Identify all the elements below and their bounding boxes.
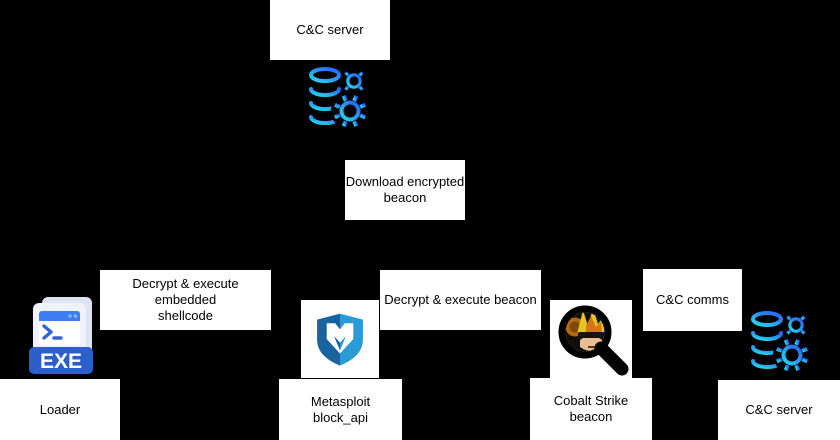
node-label-cc-server-right: C&C server — [718, 380, 840, 440]
download-beacon-line1: Download encrypted — [345, 174, 465, 189]
large-gear-glyph — [776, 339, 809, 372]
cc-comms-text: C&C comms — [656, 292, 729, 307]
edge-label-decrypt-beacon: Decrypt & execute beacon — [380, 270, 541, 330]
edge-label-cc-comms: C&C comms — [643, 269, 742, 331]
edge-label-decrypt-shellcode: Decrypt & execute embedded shellcode — [100, 270, 271, 330]
cobalt-strike-magnifier-icon — [550, 300, 632, 380]
magnifier-handle-glyph — [594, 341, 629, 376]
metasploit-line2: block_api — [313, 409, 368, 425]
cc-server-top-text: C&C server — [296, 22, 364, 37]
magnifier-ring-glyph — [558, 305, 612, 359]
cobalt-strike-line1: Cobalt Strike — [553, 393, 629, 408]
exe-badge-text: EXE — [40, 350, 82, 373]
small-gear-glyph — [784, 313, 808, 337]
loader-text: Loader — [39, 401, 81, 417]
node-label-cobalt-strike: Cobalt Strike beacon — [530, 378, 652, 440]
database-gears-icon — [751, 311, 811, 374]
small-gear-glyph — [342, 69, 366, 93]
node-label-loader: Loader — [0, 379, 120, 440]
cobalt-strike-line2: beacon — [569, 409, 613, 424]
terminal-prompt-glyph — [42, 324, 63, 340]
metasploit-m-glyph — [326, 323, 354, 354]
large-gear-glyph — [334, 95, 367, 128]
metasploit-shield-icon — [301, 300, 379, 378]
cc-server-right-text: C&C server — [745, 402, 813, 417]
metasploit-line1: Metasploit — [310, 393, 371, 409]
edge-label-download-beacon: Download encrypted beacon — [345, 160, 465, 220]
decrypt-shellcode-line2: shellcode — [158, 308, 213, 323]
decrypt-shellcode-line1: Decrypt & execute embedded — [132, 276, 239, 307]
database-gears-icon — [309, 67, 369, 130]
exe-banner — [29, 347, 93, 374]
exe-file-icon: EXE — [29, 297, 93, 374]
node-label-metasploit: Metasploit block_api — [279, 379, 402, 440]
decrypt-beacon-text: Decrypt & execute beacon — [384, 292, 537, 307]
download-beacon-line2: beacon — [383, 190, 427, 205]
node-label-cc-server-top: C&C server — [270, 0, 390, 60]
